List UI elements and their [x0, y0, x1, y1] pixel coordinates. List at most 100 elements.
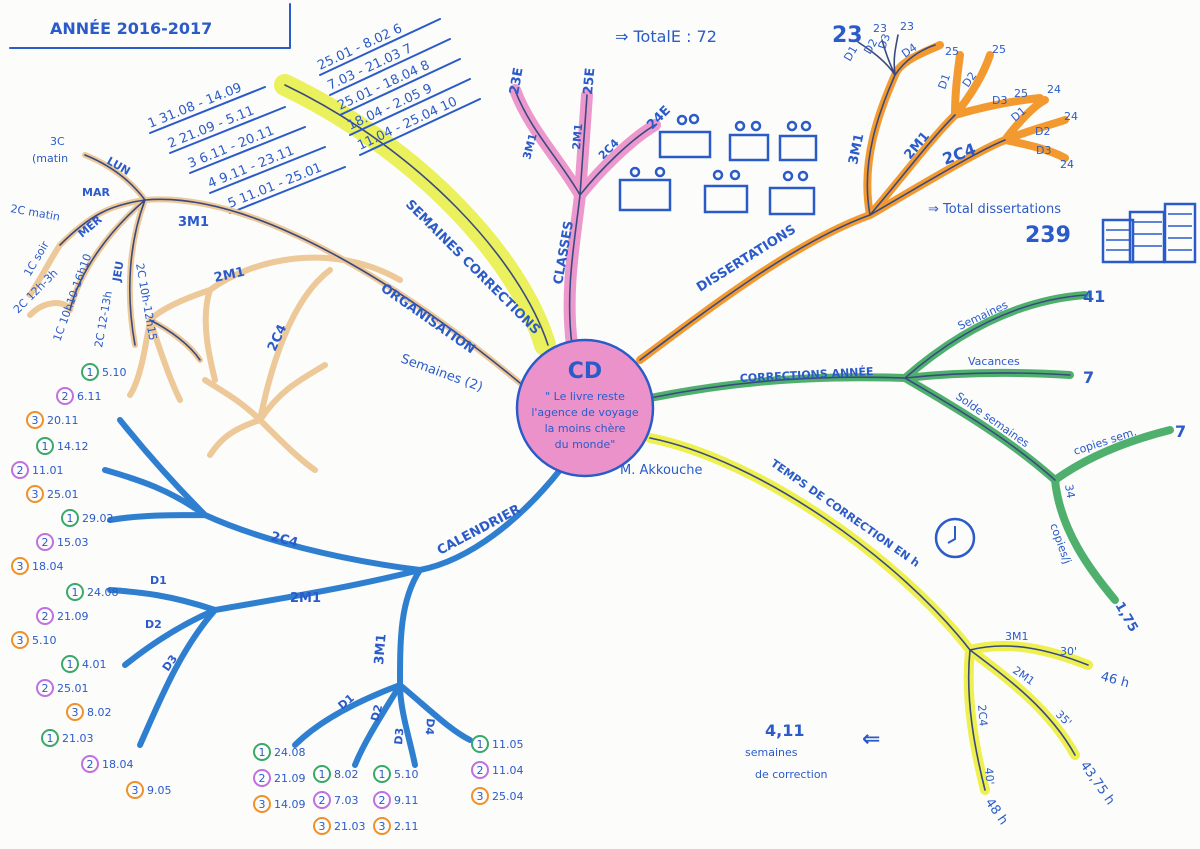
calendar-date: 9.05: [147, 784, 172, 797]
date-number-circle: [66, 583, 84, 601]
branch-label: CALENDRIER: [435, 502, 523, 559]
time-class: 2C4: [975, 704, 990, 727]
date-number: 2: [42, 536, 49, 549]
title: ANNÉE 2016-2017: [50, 19, 212, 38]
d-count: 24: [1047, 83, 1061, 96]
calendar-date: 18.04: [102, 758, 134, 771]
date-number-circle: [471, 787, 489, 805]
date-number: 3: [477, 790, 484, 803]
title-box: ANNÉE 2016-2017: [9, 3, 291, 49]
calendar-date: 8.02: [87, 706, 112, 719]
vacances-value: 7: [1083, 368, 1094, 387]
d-label: D2: [1035, 125, 1050, 138]
date-number-circle: [36, 607, 54, 625]
calendar-date: 2.11: [394, 820, 419, 833]
cal-class: 2C4: [269, 529, 300, 551]
org-class: 2M1: [213, 265, 246, 286]
calendar-date: 8.02: [334, 768, 359, 781]
date-number-circle: [253, 795, 271, 813]
calendar-date: 5.10: [32, 634, 57, 647]
date-number-circle: [26, 485, 44, 503]
calendar-date: 14.12: [57, 440, 89, 453]
arrow-left-icon: ⇐: [862, 727, 880, 752]
date-number: 1: [259, 746, 266, 759]
dissertation-class: 3M1: [846, 132, 867, 165]
time-per-copy: 30': [1060, 645, 1077, 658]
date-number: 2: [62, 390, 69, 403]
calendar-date: 15.03: [57, 536, 89, 549]
date-number: 3: [72, 706, 79, 719]
time-per-copy: 40': [982, 767, 996, 785]
calendar-date: 9.11: [394, 794, 419, 807]
calendar-date: 14.09: [274, 798, 306, 811]
date-number: 1: [477, 738, 484, 751]
d-label: D1: [150, 574, 167, 587]
central-circle: [515, 338, 655, 478]
date-number-circle: [56, 387, 74, 405]
branch-classes: CLASSES 3M1 23E 2M1 25E 2C4 24E ⇒ TotalE…: [507, 27, 818, 351]
date-number-circle: [373, 817, 391, 835]
date-number: 3: [17, 560, 24, 573]
date-number-circle: [36, 679, 54, 697]
date-number-circle: [313, 817, 331, 835]
d-label: D3: [1036, 144, 1051, 157]
day-note: 1C 10h10-16h10: [51, 252, 95, 343]
class-name: 2M1: [570, 123, 585, 150]
d-label: D4: [423, 718, 437, 736]
date-number-circle: [313, 791, 331, 809]
org-class: 3M1: [178, 215, 209, 230]
date-number-circle: [253, 743, 271, 761]
semaines-value: 41: [1083, 287, 1105, 306]
branch-calendrier: CALENDRIER 2C4 2M1 3M1 D1 D2 D3 D1 D2 D3…: [11, 363, 563, 835]
calendar-date: 29.02: [82, 512, 114, 525]
date-number: 3: [32, 414, 39, 427]
calendar-date: 21.09: [274, 772, 306, 785]
central-title: CD: [568, 359, 602, 384]
copies-sem-value: 7: [1175, 422, 1186, 441]
d-count: 25: [1014, 87, 1028, 100]
central-topic[interactable]: CD " Le livre reste l'agence de voyage l…: [515, 338, 703, 478]
date-number-circle: [373, 765, 391, 783]
date-number-circle: [11, 557, 29, 575]
date-number-circle: [11, 631, 29, 649]
date-number-circle: [253, 769, 271, 787]
date-number: 3: [319, 820, 326, 833]
date-number: 3: [17, 634, 24, 647]
d-count: 23: [873, 22, 887, 35]
date-number-circle: [41, 729, 59, 747]
quote-line: " Le livre reste: [545, 390, 625, 403]
quote-line: du monde": [555, 438, 616, 451]
time-total: 46 h: [1099, 669, 1131, 691]
date-number-circle: [126, 781, 144, 799]
date-number-circle: [81, 755, 99, 773]
day-note: 2C 12-13h: [92, 290, 115, 349]
solde-value: 34: [1062, 483, 1077, 499]
dissertations-total: 239: [1025, 223, 1071, 248]
solde-label: Solde semaines: [953, 390, 1032, 450]
cal-class: 3M1: [372, 633, 390, 665]
day-mar: MAR: [82, 186, 110, 199]
d-label: D1: [1009, 104, 1029, 124]
class-count: 23E: [507, 67, 526, 96]
date-number: 1: [319, 768, 326, 781]
branch-label: ORGANISATION: [378, 281, 478, 357]
calendar-date: 5.10: [394, 768, 419, 781]
d-label: D2: [368, 703, 385, 723]
calendar-date: 21.09: [57, 610, 89, 623]
class-count: 25E: [581, 67, 598, 95]
date-number-circle: [81, 363, 99, 381]
date-number: 2: [87, 758, 94, 771]
classroom-desks-drawing: [618, 113, 818, 216]
d-count: 24: [1064, 110, 1078, 123]
quote-author: M. Akkouche: [620, 463, 703, 478]
calendar-date: 21.03: [62, 732, 94, 745]
cal-class: 2M1: [290, 591, 321, 606]
date-number: 1: [379, 768, 386, 781]
date-number-circle: [373, 791, 391, 809]
date-number-circle: [66, 703, 84, 721]
date-number: 3: [379, 820, 386, 833]
date-number-circle: [26, 411, 44, 429]
time-total: 48 h: [982, 796, 1011, 828]
date-number-circle: [11, 461, 29, 479]
calendar-date: 4.01: [82, 658, 107, 671]
